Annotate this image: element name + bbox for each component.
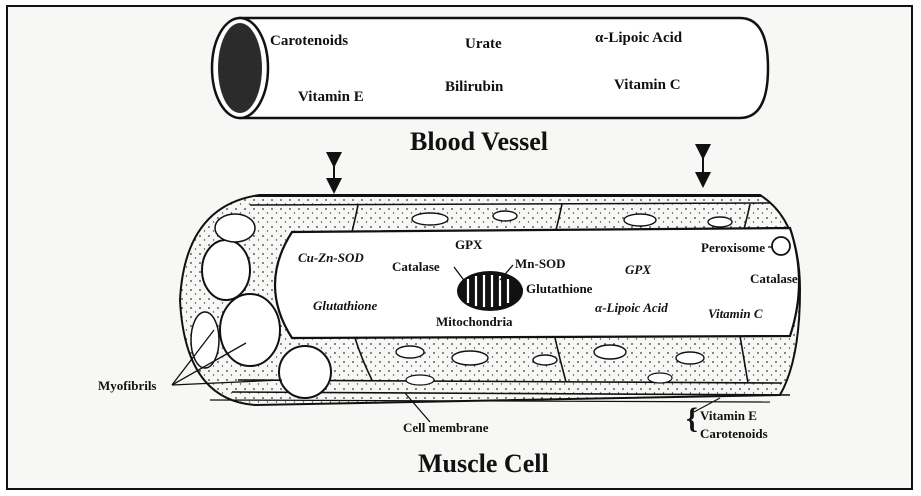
muscle-cell-title: Muscle Cell bbox=[418, 449, 549, 478]
label-carotenoids-membrane: Carotenoids bbox=[700, 426, 768, 441]
label-vitamin-e-vessel: Vitamin E bbox=[298, 89, 364, 105]
label-carotenoids: Carotenoids bbox=[270, 33, 348, 49]
myofibril-cross-section bbox=[220, 294, 280, 366]
label-glutathione-mito: Glutathione bbox=[526, 281, 593, 296]
brace-icon: { bbox=[686, 402, 698, 435]
label-mitochondria: Mitochondria bbox=[436, 314, 513, 329]
blood-vessel-title: Blood Vessel bbox=[410, 127, 548, 156]
label-myofibrils: Myofibrils bbox=[98, 378, 157, 393]
muscle-tissue bbox=[180, 195, 800, 405]
label-catalase-right: Catalase bbox=[750, 271, 798, 286]
label-cu-zn-sod: Cu-Zn-SOD bbox=[298, 250, 364, 265]
label-alpha-lipoic-acid-vessel: α-Lipoic Acid bbox=[595, 30, 683, 46]
label-cell-membrane: Cell membrane bbox=[403, 420, 489, 435]
label-glutathione-cytosol: Glutathione bbox=[313, 298, 378, 313]
label-gpx-right: GPX bbox=[625, 262, 651, 277]
label-mn-sod: Mn-SOD bbox=[515, 256, 566, 271]
label-catalase-left: Catalase bbox=[392, 259, 440, 274]
label-vitamin-e-membrane: Vitamin E bbox=[700, 408, 757, 423]
label-vitamin-c-vessel: Vitamin C bbox=[614, 77, 681, 93]
label-gpx-top: GPX bbox=[455, 237, 483, 252]
label-urate: Urate bbox=[465, 36, 502, 52]
label-bilirubin: Bilirubin bbox=[445, 79, 504, 95]
myofibril-cross-section bbox=[279, 346, 331, 398]
label-vitamin-c-cell: Vitamin C bbox=[708, 306, 763, 321]
mitochondrion bbox=[457, 271, 523, 311]
peroxisome bbox=[772, 237, 790, 255]
label-alpha-lipoic-acid-cell: α-Lipoic Acid bbox=[595, 300, 668, 315]
label-peroxisome: Peroxisome bbox=[701, 240, 765, 255]
vessel-lumen-opening bbox=[218, 23, 262, 113]
myofibril-cross-section bbox=[202, 240, 250, 300]
